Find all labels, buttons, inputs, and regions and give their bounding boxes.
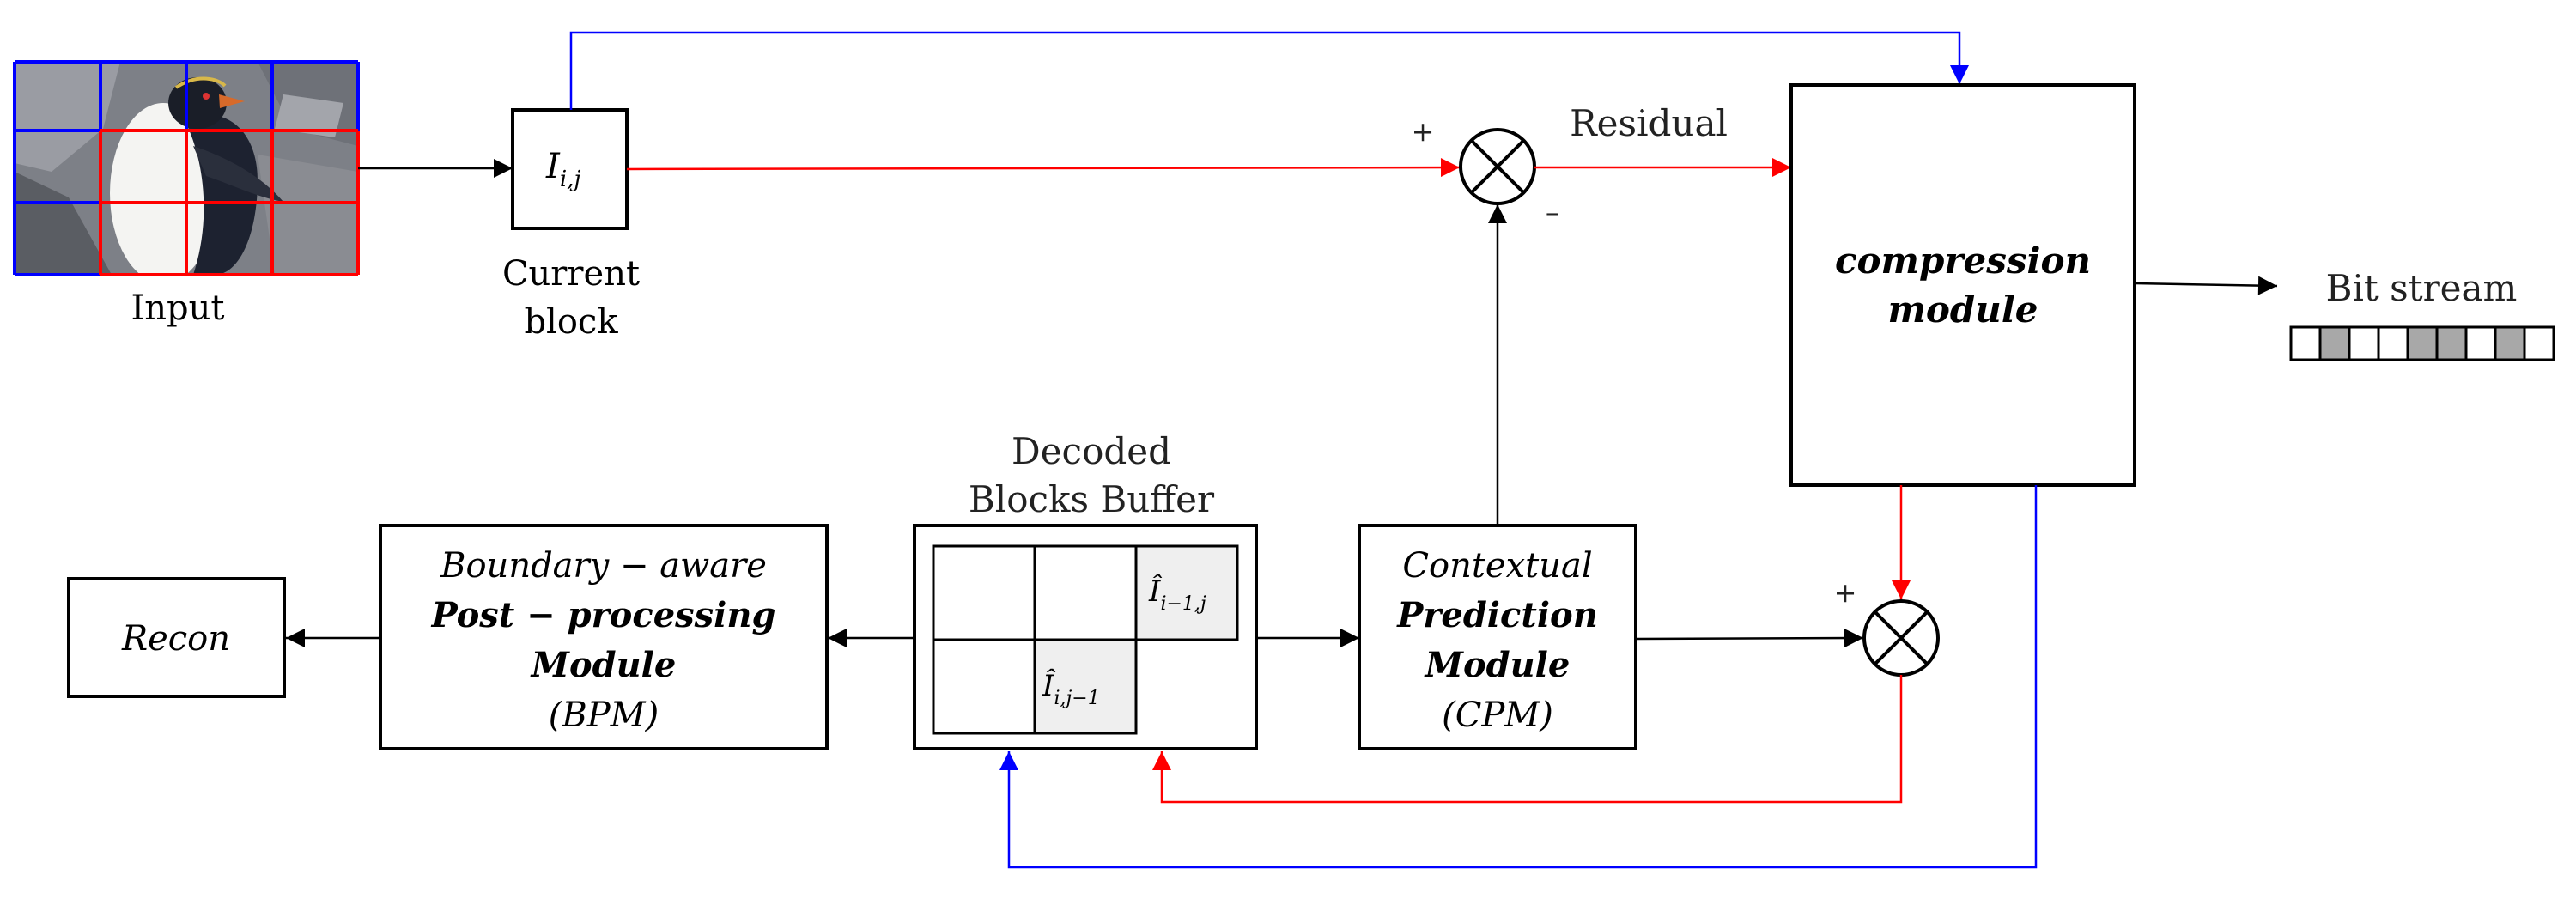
compression-module-box (1789, 83, 2136, 487)
compression-module-line1: compression (1835, 240, 2091, 282)
block-grid (13, 60, 360, 276)
bpm-box (379, 524, 829, 750)
input-label: Input (131, 289, 224, 328)
buffer-cell-top-label: Îi−1,j (1148, 574, 1206, 615)
bit-stream-cell (2523, 325, 2555, 361)
bit-stream-cell (2494, 325, 2526, 361)
buffer-cell-left-label: Îi,j−1 (1042, 668, 1100, 709)
sum-top-plus: + (1412, 115, 1435, 148)
arrow-sum-to-buffer-red (1152, 675, 1903, 804)
cpm-line3: Module (1424, 645, 1571, 685)
bpm-line1: Boundary − aware (440, 546, 767, 586)
current-block-box (511, 108, 629, 230)
buffer-title-2: Blocks Buffer (969, 478, 1215, 520)
cpm-line4: (CPM) (1442, 696, 1553, 735)
bit-stream-cell (2318, 325, 2351, 361)
bpm-line2: Post − processing (431, 595, 776, 635)
residual-label: Residual (1570, 102, 1728, 144)
bit-stream-cell (2377, 325, 2409, 361)
bit-stream-label: Bit stream (2326, 267, 2518, 309)
sum-top-minus: – (1546, 196, 1559, 228)
bit-stream-cell (2435, 325, 2468, 361)
arrow-compression-to-buffer-blue (999, 485, 2038, 869)
recon-label: Recon (121, 619, 230, 659)
arrow-compression-to-bitstream (2134, 276, 2278, 295)
cpm-line1: Contextual (1402, 546, 1592, 586)
current-block-label-1: Current (502, 254, 640, 294)
buffer-title-1: Decoded (1012, 430, 1171, 472)
arrow-cpm-to-sum-bottom (1636, 629, 1864, 648)
buffer-grid (932, 544, 1239, 735)
bit-stream-bar (2289, 325, 2555, 361)
bit-stream-cell (2464, 325, 2497, 361)
bpm-line4: (BPM) (549, 696, 659, 735)
sum-node-bottom (1862, 599, 1940, 677)
bit-stream-cell (2406, 325, 2439, 361)
bit-stream-cell (2348, 325, 2380, 361)
arrow-block-to-sum (626, 158, 1461, 178)
bit-stream-cell (2289, 325, 2322, 361)
bpm-line3: Module (530, 645, 677, 685)
current-block-label-2: block (524, 302, 618, 342)
current-block-symbol: Ii,j (545, 147, 580, 192)
sum-bottom-plus: + (1834, 576, 1857, 609)
arrow-block-to-compression-blue (569, 31, 1969, 110)
cpm-line2: Prediction (1396, 595, 1598, 635)
sum-node-top (1459, 128, 1536, 205)
compression-module-line2: module (1887, 289, 2038, 331)
recon-box (67, 577, 286, 698)
